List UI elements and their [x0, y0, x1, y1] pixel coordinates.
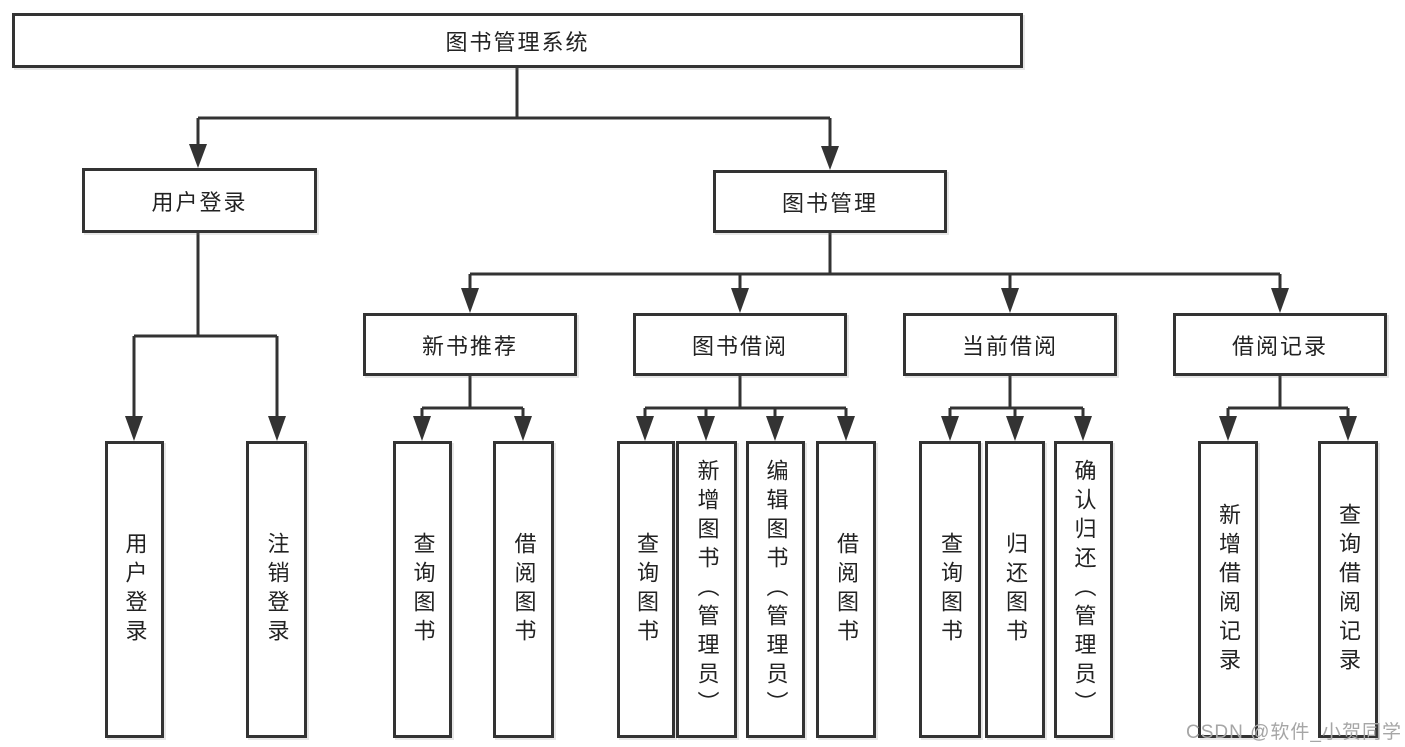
- leaf-query-borrow-record: 查询借阅记录: [1318, 441, 1378, 738]
- leaf-confirm-return-admin: 确认归还（管理员）: [1054, 441, 1113, 738]
- node-user-login: 用户登录: [82, 168, 317, 233]
- leaf-user-login: 用户登录: [105, 441, 164, 738]
- leaf-borrow-books-recommend: 借阅图书: [493, 441, 554, 738]
- node-new-book-recommendation: 新书推荐: [363, 313, 577, 376]
- leaf-add-borrow-record: 新增借阅记录: [1198, 441, 1258, 738]
- leaf-query-books-borrowing: 查询图书: [617, 441, 675, 738]
- node-book-management: 图书管理: [713, 170, 947, 233]
- node-borrowing-records: 借阅记录: [1173, 313, 1387, 376]
- leaf-logout: 注销登录: [246, 441, 307, 738]
- leaf-return-books: 归还图书: [985, 441, 1045, 738]
- leaf-query-books-recommend: 查询图书: [393, 441, 452, 738]
- node-root-library-management-system: 图书管理系统: [12, 13, 1023, 68]
- node-book-borrowing: 图书借阅: [633, 313, 847, 376]
- leaf-borrow-books-borrowing: 借阅图书: [816, 441, 876, 738]
- leaf-edit-books-admin: 编辑图书（管理员）: [746, 441, 805, 738]
- csdn-watermark: CSDN @软件_小贺同学: [1186, 722, 1402, 743]
- leaf-add-books-admin: 新增图书（管理员）: [676, 441, 737, 738]
- leaf-query-books-current: 查询图书: [919, 441, 981, 738]
- node-current-borrowing: 当前借阅: [903, 313, 1117, 376]
